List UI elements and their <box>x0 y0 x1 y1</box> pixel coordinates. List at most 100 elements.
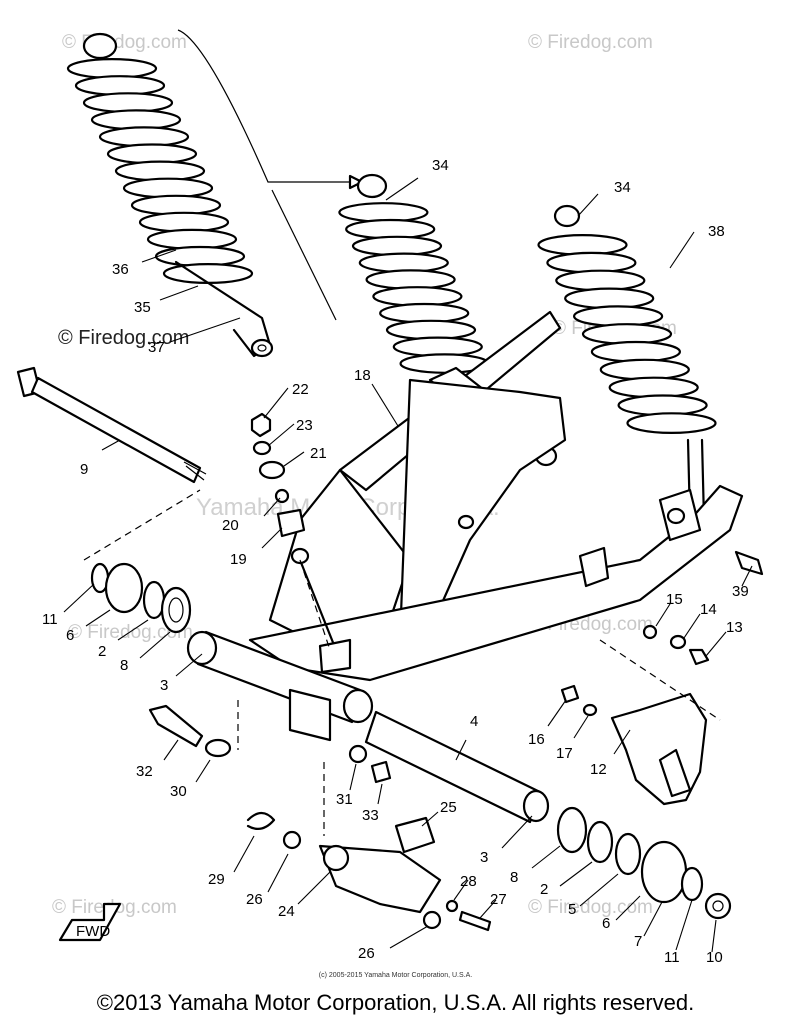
callout-22: 22 <box>292 381 309 398</box>
callout-31: 31 <box>336 791 353 808</box>
callout-14: 14 <box>700 601 717 618</box>
callout-6-left: 6 <box>66 627 74 644</box>
spring-coil <box>146 228 238 250</box>
pivot-shaft <box>16 366 207 484</box>
spring-coil <box>546 251 637 274</box>
spring-coil <box>162 263 254 285</box>
relocation-arrow <box>177 29 350 183</box>
spring-coil <box>98 126 190 148</box>
spring-coil <box>572 305 664 328</box>
spring-coil <box>385 319 477 341</box>
callout-12: 12 <box>590 761 607 778</box>
callout-9: 9 <box>80 461 88 478</box>
pivot-tube <box>186 630 550 824</box>
right-bearing-stack <box>556 806 732 920</box>
spring-coil <box>82 92 174 114</box>
callout-28: 28 <box>460 873 477 890</box>
watermark-top-left: © Firedog.com <box>62 32 187 53</box>
spring-coil <box>90 109 182 131</box>
callout-11-right: 11 <box>664 949 680 966</box>
spring-coil <box>392 336 483 358</box>
callout-21: 21 <box>310 445 327 462</box>
spring-coil <box>537 233 628 256</box>
spring-coil <box>66 57 158 79</box>
callout-23: 23 <box>296 417 313 434</box>
spring-coil <box>590 340 682 363</box>
callout-33: 33 <box>362 807 379 824</box>
forward-arrow: FWD <box>58 902 122 942</box>
spring-coil <box>130 194 222 216</box>
fwd-label: FWD <box>76 923 110 940</box>
spring-coil <box>617 394 708 417</box>
callout-7: 7 <box>634 933 642 950</box>
shock-absorber-center <box>338 173 490 374</box>
left-bearing-stack <box>90 562 192 634</box>
callout-35: 35 <box>134 299 151 316</box>
spring-coil <box>138 211 230 233</box>
bracket-hardware <box>148 704 392 784</box>
leader-lines <box>63 177 753 953</box>
callout-numbers: 36 35 37 34 34 38 18 22 23 21 20 19 9 39… <box>42 157 749 966</box>
spring-coil <box>555 269 646 292</box>
callout-5: 5 <box>568 901 576 918</box>
callout-20: 20 <box>222 517 239 534</box>
watermark-top-right: © Firedog.com <box>528 32 653 53</box>
callout-13: 13 <box>726 619 743 636</box>
spring-coil <box>358 252 449 274</box>
watermark-bottom-right: © Firedog.com <box>528 897 653 918</box>
callout-2-left: 2 <box>98 643 106 660</box>
shock-absorber-right <box>537 204 717 522</box>
shock-absorber-detached <box>66 32 274 358</box>
callout-4: 4 <box>470 713 478 730</box>
spring-coil <box>106 143 198 165</box>
spring-coil <box>608 376 699 399</box>
spring-coil <box>564 287 655 310</box>
callout-15: 15 <box>666 591 683 608</box>
spring-coil <box>122 177 214 199</box>
spring-coil <box>345 218 436 240</box>
spring-coil <box>372 286 463 307</box>
copyright-notice: ©2013 Yamaha Motor Corporation, U.S.A. A… <box>96 990 695 1015</box>
callout-34-right: 34 <box>614 179 631 196</box>
spring-coil <box>581 323 673 345</box>
spring-coil <box>338 202 429 223</box>
callout-8-right: 8 <box>510 869 518 886</box>
reference-line-3 <box>599 639 721 721</box>
callout-30: 30 <box>170 783 187 800</box>
callout-6-right: 6 <box>602 915 610 932</box>
callout-26-lower: 26 <box>358 945 375 962</box>
callout-39: 39 <box>732 583 749 600</box>
callout-19: 19 <box>230 551 247 568</box>
spring-coil <box>626 412 717 435</box>
callout-2-right: 2 <box>540 881 548 898</box>
callout-11-left: 11 <box>42 611 58 628</box>
callout-25: 25 <box>440 799 457 816</box>
reference-line-1 <box>83 489 201 561</box>
callout-36: 36 <box>112 261 129 278</box>
callout-10: 10 <box>706 949 723 966</box>
callout-38: 38 <box>708 223 725 240</box>
spring-coil <box>351 235 443 257</box>
spring-coil <box>379 302 470 324</box>
callout-3-left: 3 <box>160 677 168 694</box>
callout-8-left: 8 <box>120 657 128 674</box>
callout-17: 17 <box>556 745 573 762</box>
chain-guide-bracket <box>560 550 764 806</box>
callout-34-center: 34 <box>432 157 449 174</box>
callout-29: 29 <box>208 871 225 888</box>
spring-coil <box>114 160 206 182</box>
watermark-mid-left: © Firedog.com <box>68 622 193 643</box>
spring-coil <box>74 75 166 97</box>
callout-16: 16 <box>528 731 545 748</box>
callout-37: 37 <box>148 339 165 356</box>
callout-18: 18 <box>354 367 371 384</box>
callout-3-right: 3 <box>480 849 488 866</box>
callout-32: 32 <box>136 763 153 780</box>
callout-26-upper: 26 <box>246 891 263 908</box>
spring-coil <box>365 269 456 290</box>
spring-coil <box>154 245 246 267</box>
spring-coil <box>599 358 690 381</box>
watermark-dark: © Firedog.com <box>58 327 189 349</box>
torque-link-assembly <box>246 811 492 932</box>
